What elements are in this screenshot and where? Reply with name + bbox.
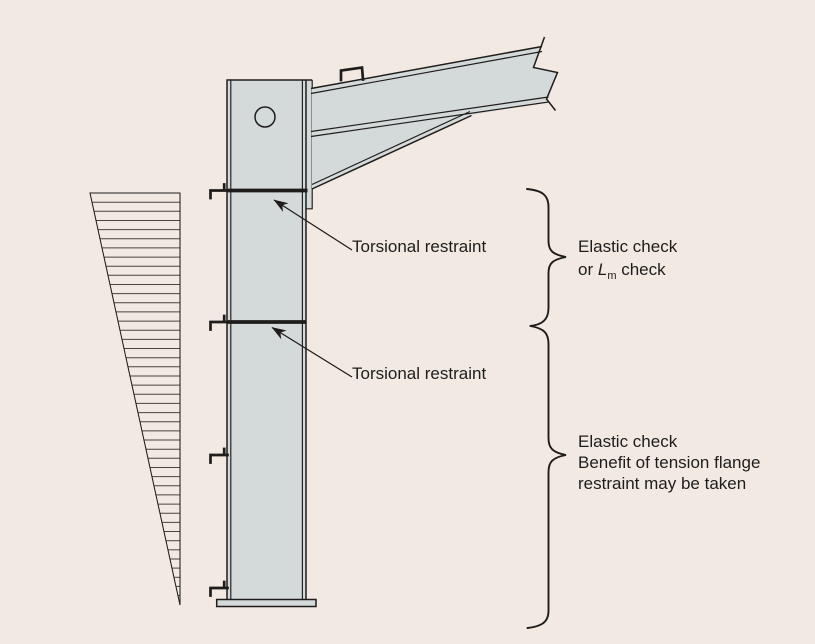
rafter xyxy=(310,36,559,190)
rafter-bottom-flange-lower xyxy=(310,101,549,138)
leader-arrows xyxy=(271,199,353,378)
moment-hatch xyxy=(92,201,180,597)
brace-lower-zone xyxy=(526,325,567,629)
moment-diagram xyxy=(89,192,181,606)
restraints xyxy=(209,183,308,597)
web-hole xyxy=(254,106,276,128)
lower-zone-annotation: Elastic check Benefit of tension flange … xyxy=(578,431,760,494)
leader-arrow-upper xyxy=(273,199,353,251)
column-body xyxy=(227,80,306,600)
haunch-bottom-upper xyxy=(311,110,471,186)
column xyxy=(215,79,317,608)
end-plate xyxy=(306,80,313,209)
torsional-restraint-label-lower: Torsional restraint xyxy=(352,364,487,383)
rafter-bottom-flange-upper xyxy=(310,96,549,133)
base-plate xyxy=(216,599,316,607)
moment-diagram-outline xyxy=(89,192,181,606)
side-rail-tick-3 xyxy=(209,447,229,464)
base-plate-outline xyxy=(215,598,317,608)
leader-arrow-lower xyxy=(271,326,353,378)
torsional-restraint-label-upper: Torsional restraint xyxy=(352,237,487,256)
rafter-top-flange-inner xyxy=(310,50,543,95)
rafter-break-symbol xyxy=(532,36,559,111)
upper-zone-annotation: Elastic check or Lm check xyxy=(578,235,677,288)
lower-zone-line2: Benefit of tension flange xyxy=(578,453,761,472)
side-rail-tick-2 xyxy=(209,314,232,331)
zone-braces xyxy=(526,188,567,629)
upper-zone-line2: or Lm check xyxy=(578,260,666,282)
side-rail-tick-1 xyxy=(209,183,232,200)
upper-zone-line1: Elastic check xyxy=(578,237,678,256)
purlin-tick-rafter xyxy=(339,65,365,82)
lower-zone-line3: restraint may be taken xyxy=(578,474,747,493)
lm-subscript: m xyxy=(607,270,617,282)
haunch-bottom-lower xyxy=(311,114,472,190)
rafter-top-flange-outer xyxy=(310,45,543,90)
brace-upper-zone xyxy=(526,188,567,327)
lower-zone-line1: Elastic check xyxy=(578,432,678,451)
lm-symbol: L xyxy=(597,260,608,279)
side-rail-tick-4 xyxy=(209,580,229,597)
